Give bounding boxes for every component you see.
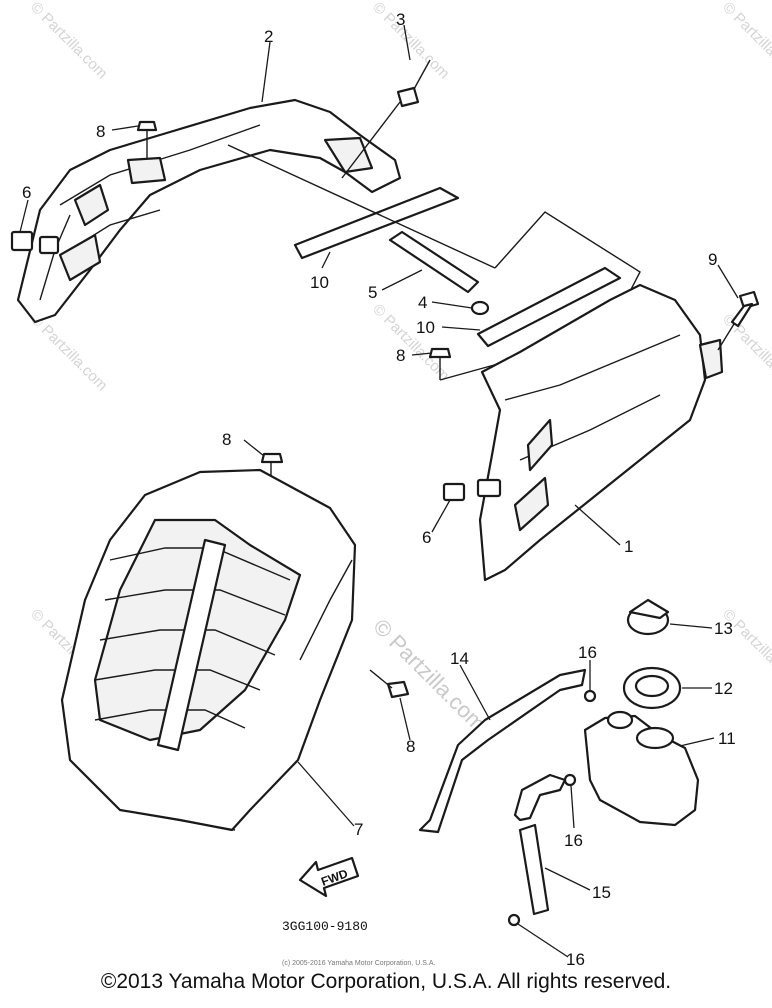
footer-copyright: ©2013 Yamaha Motor Corporation, U.S.A. A… xyxy=(100,970,672,993)
callout-1: 1 xyxy=(624,537,633,556)
watermark-top-left: © Partzilla.com xyxy=(27,0,110,82)
watermark-mid-right: © Partzilla.com xyxy=(719,311,772,394)
part-15-hose xyxy=(513,773,567,916)
callout-3: 3 xyxy=(396,10,405,29)
callout-14: 14 xyxy=(450,649,469,668)
part-6-clip-right xyxy=(442,478,502,502)
callout-12: 12 xyxy=(714,679,733,698)
callout-2: 2 xyxy=(264,27,273,46)
part-10-strip-lower xyxy=(476,266,622,348)
part-14-hose xyxy=(418,668,587,834)
diagram-code: 3GG100-9180 xyxy=(282,919,368,934)
callout-4: 4 xyxy=(418,293,427,312)
callout-7: 7 xyxy=(354,820,363,839)
part-16-clamp-b xyxy=(563,773,577,787)
callout-10-b: 10 xyxy=(416,318,435,337)
leader-lines xyxy=(19,24,739,958)
part-8-screw-a xyxy=(126,120,167,185)
part-16-clamp-a xyxy=(583,689,597,703)
part-8-screw-d xyxy=(369,669,410,699)
watermark-top-right: © Partzilla.com xyxy=(719,0,772,82)
callout-16-c: 16 xyxy=(566,950,585,969)
callout-9: 9 xyxy=(708,250,717,269)
part-10-strip-upper xyxy=(293,186,460,260)
part-5-pad xyxy=(388,230,480,294)
callout-8-d: 8 xyxy=(406,737,415,756)
callout-15: 15 xyxy=(592,883,611,902)
callouts: 2 3 8 6 10 5 4 10 8 9 8 6 1 7 8 13 12 11… xyxy=(22,10,736,969)
callout-8-a: 8 xyxy=(96,122,105,141)
part-8-screw-b xyxy=(428,347,452,380)
fwd-arrow: FWD xyxy=(298,856,360,898)
watermark-center: © Partzilla.com xyxy=(368,614,491,737)
part-6-clip-left xyxy=(10,230,60,255)
part-12-gasket xyxy=(622,666,682,710)
callout-8-b: 8 xyxy=(396,346,405,365)
part-9-bolt xyxy=(717,290,760,351)
watermark-top-center: © Partzilla.com xyxy=(369,0,452,82)
callout-16-a: 16 xyxy=(578,643,597,662)
part-13-cap xyxy=(626,598,670,636)
part-4-nut xyxy=(470,300,490,316)
callout-16-b: 16 xyxy=(564,831,583,850)
part-11-reservoir-tank xyxy=(583,710,700,827)
part-2-shroud-rail xyxy=(16,98,402,324)
part-1-side-shroud xyxy=(478,283,724,582)
callout-5: 5 xyxy=(368,283,377,302)
watermark-mid-left: © Partzilla.com xyxy=(27,311,110,394)
part-3-rivet xyxy=(341,59,431,179)
callout-6-a: 6 xyxy=(22,183,31,202)
callout-13: 13 xyxy=(714,619,733,638)
small-copyright: (c) 2005-2016 Yamaha Motor Corporation, … xyxy=(282,960,435,967)
callout-6-b: 6 xyxy=(422,528,431,547)
part-16-clamp-c xyxy=(507,913,521,927)
part-7-radiator-grille xyxy=(60,468,357,832)
callout-10-a: 10 xyxy=(310,273,329,292)
callout-8-c: 8 xyxy=(222,430,231,449)
callout-11: 11 xyxy=(718,729,736,748)
